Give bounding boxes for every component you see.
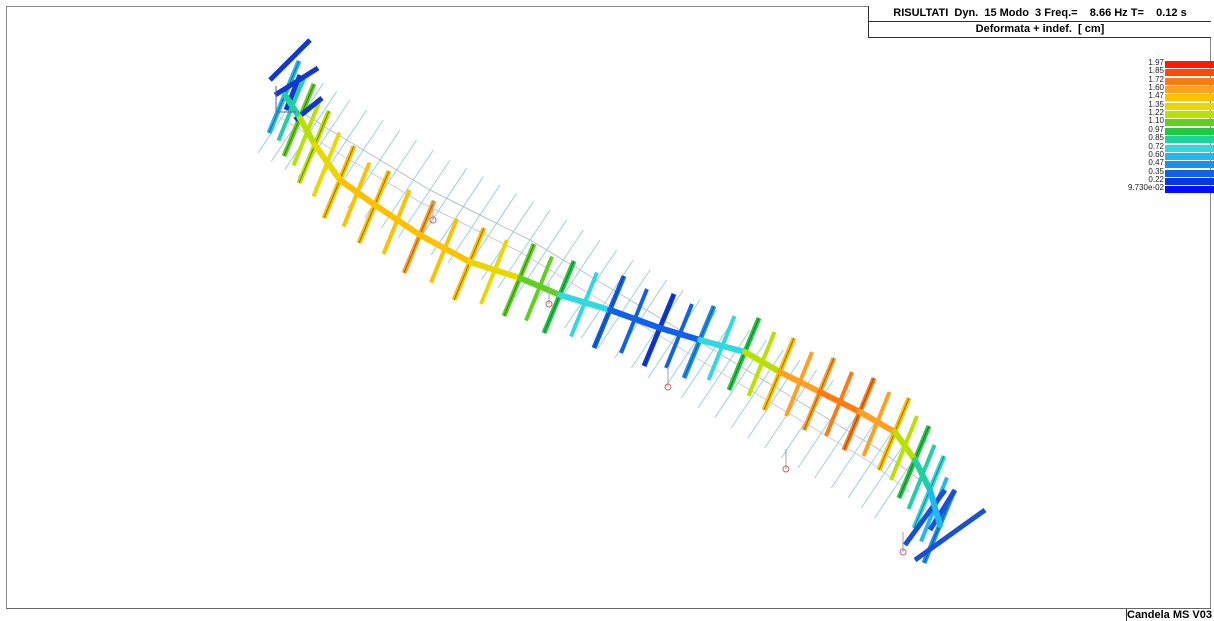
results-subtitle: Deformata + indef. [ cm] — [975, 23, 1105, 35]
legend-swatch — [1165, 144, 1214, 152]
support-node — [664, 383, 672, 391]
legend-swatch — [1165, 186, 1214, 194]
undeformed-crossbeam — [647, 299, 701, 379]
legend-swatch — [1165, 77, 1214, 85]
legend-swatch — [1165, 161, 1214, 169]
legend-swatch — [1165, 177, 1214, 185]
results-header: RISULTATI Dyn. 15 Modo 3 Freq.= 8.66 Hz … — [868, 6, 1211, 38]
legend-swatch — [1165, 127, 1214, 135]
undeformed-chord — [279, 116, 911, 493]
undeformed-crossbeam — [447, 184, 501, 264]
legend-swatch — [1165, 61, 1214, 68]
legend-label: 1.47 — [1148, 91, 1164, 101]
legend-label: 1.10 — [1148, 116, 1164, 126]
legend-swatch — [1165, 119, 1214, 127]
support-node — [545, 300, 553, 308]
support-node — [429, 216, 437, 224]
legend-swatch — [1165, 69, 1214, 77]
axis-segment — [927, 487, 943, 528]
end-member — [927, 488, 958, 532]
axis-segment — [817, 389, 863, 415]
legend-label: 0.97 — [1148, 124, 1164, 134]
undeformed-crossbeam — [730, 349, 784, 429]
results-title: RISULTATI Dyn. 15 Modo 3 Freq.= 8.66 Hz … — [869, 6, 1211, 22]
legend-swatch — [1165, 111, 1214, 119]
axis-segment — [517, 275, 563, 298]
axis-segment — [697, 337, 748, 355]
end-member — [913, 507, 987, 563]
axis-segment — [557, 292, 613, 313]
legend-label: 9.730e-02 — [1127, 183, 1164, 193]
axis-segment — [337, 177, 378, 208]
legend-label: 1.60 — [1148, 83, 1164, 93]
undeformed-crossbeam — [697, 329, 751, 409]
axis-segment — [857, 409, 898, 435]
legend-label: 0.47 — [1148, 158, 1164, 168]
legend-label: 1.97 — [1148, 58, 1164, 67]
axis-segment — [297, 115, 318, 148]
undeformed-mesh — [257, 74, 928, 519]
app-version-label: Candela MS V03 — [1126, 609, 1212, 621]
axis-segment — [742, 349, 783, 375]
axis-segment — [607, 307, 663, 331]
undeformed-crossbeam — [597, 269, 651, 349]
legend-label: 1.85 — [1148, 66, 1164, 76]
undeformed-axis — [289, 104, 921, 481]
legend-swatch — [1165, 136, 1214, 144]
axis-segment — [777, 369, 823, 395]
undeformed-crossbeam — [714, 339, 768, 419]
undeformed-crossbeam — [680, 319, 734, 399]
undeformed-crossbeam — [430, 176, 484, 255]
end-member — [902, 488, 948, 547]
viewport-frame — [6, 6, 1211, 608]
deformed-mesh — [266, 38, 987, 564]
axis-segment — [912, 457, 933, 493]
legend-swatch — [1165, 102, 1214, 110]
axis-segment — [417, 232, 473, 265]
undeformed-crossbeam — [414, 168, 468, 247]
undeformed-crossbeam — [747, 359, 801, 439]
legend-label: 0.72 — [1148, 141, 1164, 151]
axis-segment — [372, 202, 423, 238]
legend-swatch — [1165, 86, 1214, 94]
axis-segment — [467, 259, 523, 281]
deformed-axis — [282, 92, 943, 528]
axis-segment — [892, 429, 918, 463]
legend-label: 0.85 — [1148, 133, 1164, 143]
axis-segment — [282, 92, 303, 121]
legend-label: 1.22 — [1148, 108, 1164, 118]
support-node — [899, 548, 907, 556]
undeformed-crossbeam — [284, 91, 338, 170]
legend-label: 1.72 — [1148, 74, 1164, 84]
legend-label: 0.60 — [1148, 149, 1164, 159]
undeformed-crossbeam — [580, 259, 634, 339]
axis-segment — [657, 325, 703, 343]
legend-swatch — [1165, 94, 1214, 102]
end-member — [268, 38, 312, 82]
axis-segment — [312, 142, 343, 183]
legend-label: 1.35 — [1148, 99, 1164, 109]
support-nodes — [275, 86, 907, 556]
undeformed-crossbeam — [514, 219, 568, 299]
status-divider — [6, 608, 1211, 609]
legend-label: 0.22 — [1148, 174, 1164, 184]
undeformed-crossbeam — [530, 229, 584, 309]
legend-label: 0.35 — [1148, 166, 1164, 176]
legend-swatch — [1165, 169, 1214, 177]
support-node — [782, 465, 790, 473]
legend-swatch — [1165, 152, 1214, 160]
